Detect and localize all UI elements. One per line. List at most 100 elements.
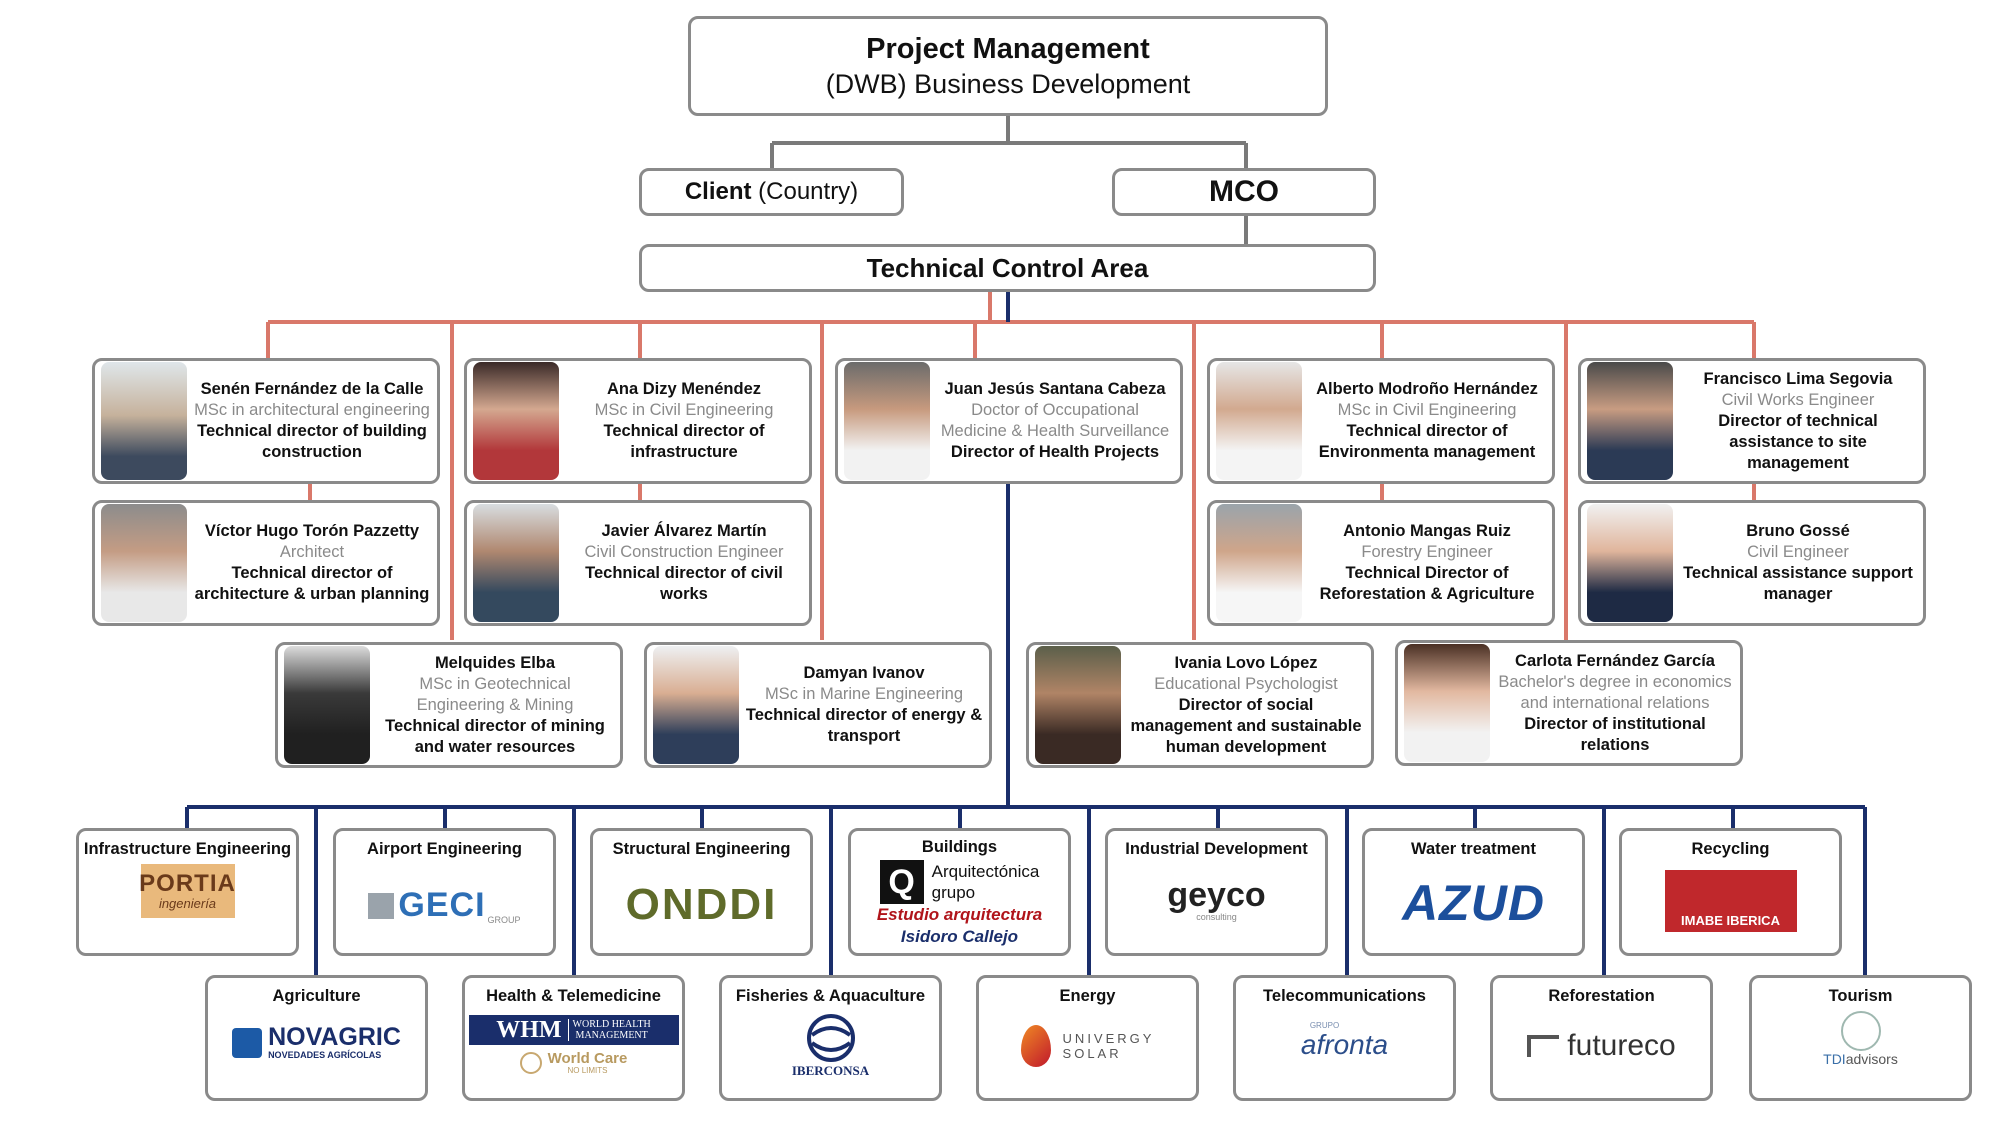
logo-text: afronta <box>1300 1029 1389 1060</box>
logo-text: IMABE IBERICA <box>1681 913 1780 928</box>
sector-tourism: Tourism TDI advisors <box>1749 975 1972 1101</box>
sector-energy: Energy UNIVERGY SOLAR <box>976 975 1199 1101</box>
sector-water-treatment: Water treatment AZUD <box>1362 828 1585 956</box>
logo-subtext: consulting <box>1196 912 1237 922</box>
mco-box: MCO <box>1112 168 1376 216</box>
person-name: Francisco Lima Segovia <box>1703 369 1893 388</box>
sector-title: Infrastructure Engineering <box>83 840 292 858</box>
logo-subtext: GRUPO <box>1309 1021 1340 1030</box>
portia-logo: PORTIA ingeniería <box>139 864 235 918</box>
person-card: Ana Dizy Menéndez MSc in Civil Engineeri… <box>464 358 812 484</box>
person-degree: Architect <box>279 543 345 561</box>
logo-text: ONDDI <box>625 880 778 929</box>
sector-health-telemedicine: Health & Telemedicine WHM WORLD HEALTH M… <box>462 975 685 1101</box>
person-role: Director of institutional relations <box>1524 714 1706 754</box>
person-photo <box>1587 362 1673 480</box>
sector-title: Fisheries & Aquaculture <box>735 987 926 1005</box>
sector-title: Buildings <box>921 838 998 856</box>
client-country: (Country) <box>751 178 859 205</box>
technical-control-area-label: Technical Control Area <box>866 252 1149 283</box>
iberconsa-logo: IBERCONSA <box>722 1013 939 1079</box>
person-card: Bruno Gossé Civil Engineer Technical ass… <box>1578 500 1926 626</box>
person-photo <box>1587 504 1673 622</box>
person-name: Bruno Gossé <box>1746 522 1850 540</box>
logo-subtext: GROUP <box>487 915 521 925</box>
person-degree: Civil Works Engineer <box>1721 390 1875 409</box>
whm-logo: WHM WORLD HEALTH MANAGEMENT <box>468 1015 679 1045</box>
person-name: Víctor Hugo Torón Pazzetty <box>204 522 420 540</box>
person-role: Director of social management and sustai… <box>1130 695 1362 756</box>
person-photo <box>1216 504 1302 622</box>
project-management-title: Project Management <box>866 33 1150 65</box>
futureco-logo: futureco <box>1493 1029 1710 1063</box>
sector-reforestation: Reforestation futureco <box>1490 975 1713 1101</box>
person-card: Alberto Modroño Hernández MSc in Civil E… <box>1207 358 1555 484</box>
logo-text: AZUD <box>1402 875 1545 931</box>
world-care-logo: World Care NO LIMITS <box>465 1051 682 1075</box>
logo-text: WHM <box>496 1016 562 1043</box>
client-box: Client (Country) <box>639 168 904 216</box>
person-card: Juan Jesús Santana Cabeza Doctor of Occu… <box>835 358 1183 484</box>
logo-line2: grupo <box>931 883 976 902</box>
logo-subtext: NOVEDADES AGRÍCOLAS <box>268 1050 382 1060</box>
logo-blue-text: Isidoro Callejo <box>900 927 1019 946</box>
fish-icon <box>806 1014 855 1062</box>
sector-title: Structural Engineering <box>612 840 791 858</box>
logo-subtext: ingeniería <box>158 896 217 911</box>
person-card: Damyan Ivanov MSc in Marine Engineering … <box>644 642 992 768</box>
sector-title: Agriculture <box>272 987 361 1005</box>
person-card: Ivania Lovo López Educational Psychologi… <box>1026 642 1374 768</box>
project-management-box: Project Management (DWB) Business Develo… <box>688 16 1328 116</box>
sector-agriculture: Agriculture NOVAGRIC NOVEDADES AGRÍCOLAS <box>205 975 428 1101</box>
business-development-subtitle: (DWB) Business Development <box>825 69 1191 99</box>
person-name: Juan Jesús Santana Cabeza <box>944 380 1166 398</box>
geci-logo: GECI GROUP <box>336 886 553 925</box>
sector-structural-engineering: Structural Engineering ONDDI <box>590 828 813 956</box>
person-card: Francisco Lima Segovia Civil Works Engin… <box>1578 358 1926 484</box>
sector-title: Industrial Development <box>1125 840 1308 858</box>
afronta-logo: GRUPO afronta <box>1236 1021 1453 1060</box>
person-degree: Civil Construction Engineer <box>584 543 784 561</box>
person-photo <box>653 646 739 764</box>
logo2-text: World Care <box>547 1050 628 1067</box>
person-photo <box>1404 644 1490 762</box>
person-role: Technical director of architecture & urb… <box>194 564 430 603</box>
person-name: Javier Álvarez Martín <box>601 522 767 540</box>
logo2-subtext: NO LIMITS <box>567 1066 608 1075</box>
sector-title: Recycling <box>1691 840 1770 858</box>
logo-line1: Arquitectónica <box>931 862 1040 881</box>
person-photo <box>844 362 930 480</box>
onddi-logo: ONDDI <box>593 880 810 930</box>
person-name: Ivania Lovo López <box>1174 653 1318 672</box>
sector-title: Airport Engineering <box>367 840 522 858</box>
q-logo-icon: Q <box>879 860 924 904</box>
sector-fisheries-aquaculture: Fisheries & Aquaculture IBERCONSA <box>719 975 942 1101</box>
sector-title: Water treatment <box>1411 840 1536 858</box>
person-role: Technical assistance support manager <box>1683 564 1913 603</box>
person-name: Antonio Mangas Ruiz <box>1343 522 1511 540</box>
person-name: Carlota Fernández García <box>1515 651 1715 670</box>
person-role: Technical director of Environmenta manag… <box>1318 422 1536 461</box>
univergy-logo: UNIVERGY SOLAR <box>979 1025 1196 1067</box>
sector-telecommunications: Telecommunications GRUPO afronta <box>1233 975 1456 1101</box>
sector-title: Reforestation <box>1548 987 1655 1005</box>
logo-text: futureco <box>1567 1029 1676 1062</box>
person-role: Technical director of civil works <box>585 564 783 603</box>
logo-side1: WORLD HEALTH <box>572 1019 651 1030</box>
person-role: Director of Health Projects <box>950 443 1160 461</box>
imabe-logo: IMABE IBERICA <box>1664 870 1797 932</box>
person-card: Senén Fernández de la Calle MSc in archi… <box>92 358 440 484</box>
sector-industrial-development: Industrial Development geyco consulting <box>1105 828 1328 956</box>
geyco-logo: geyco consulting <box>1108 878 1325 922</box>
univergy-flame-icon <box>1020 1025 1051 1067</box>
person-photo <box>1035 646 1121 764</box>
person-name: Melquides Elba <box>434 653 556 672</box>
sector-infrastructure-engineering: Infrastructure Engineering PORTIA ingeni… <box>76 828 299 956</box>
person-card: Melquides Elba MSc in Geotechnical Engin… <box>275 642 623 768</box>
person-degree: MSc in architectural engineering <box>194 401 430 419</box>
person-role: Technical Director of Reforestation & Ag… <box>1319 564 1535 603</box>
sector-title: Health & Telemedicine <box>486 987 661 1005</box>
sector-recycling: Recycling IMABE IBERICA <box>1619 828 1842 956</box>
technical-control-area-box: Technical Control Area <box>639 244 1376 292</box>
logo-text: IBERCONSA <box>791 1063 870 1078</box>
